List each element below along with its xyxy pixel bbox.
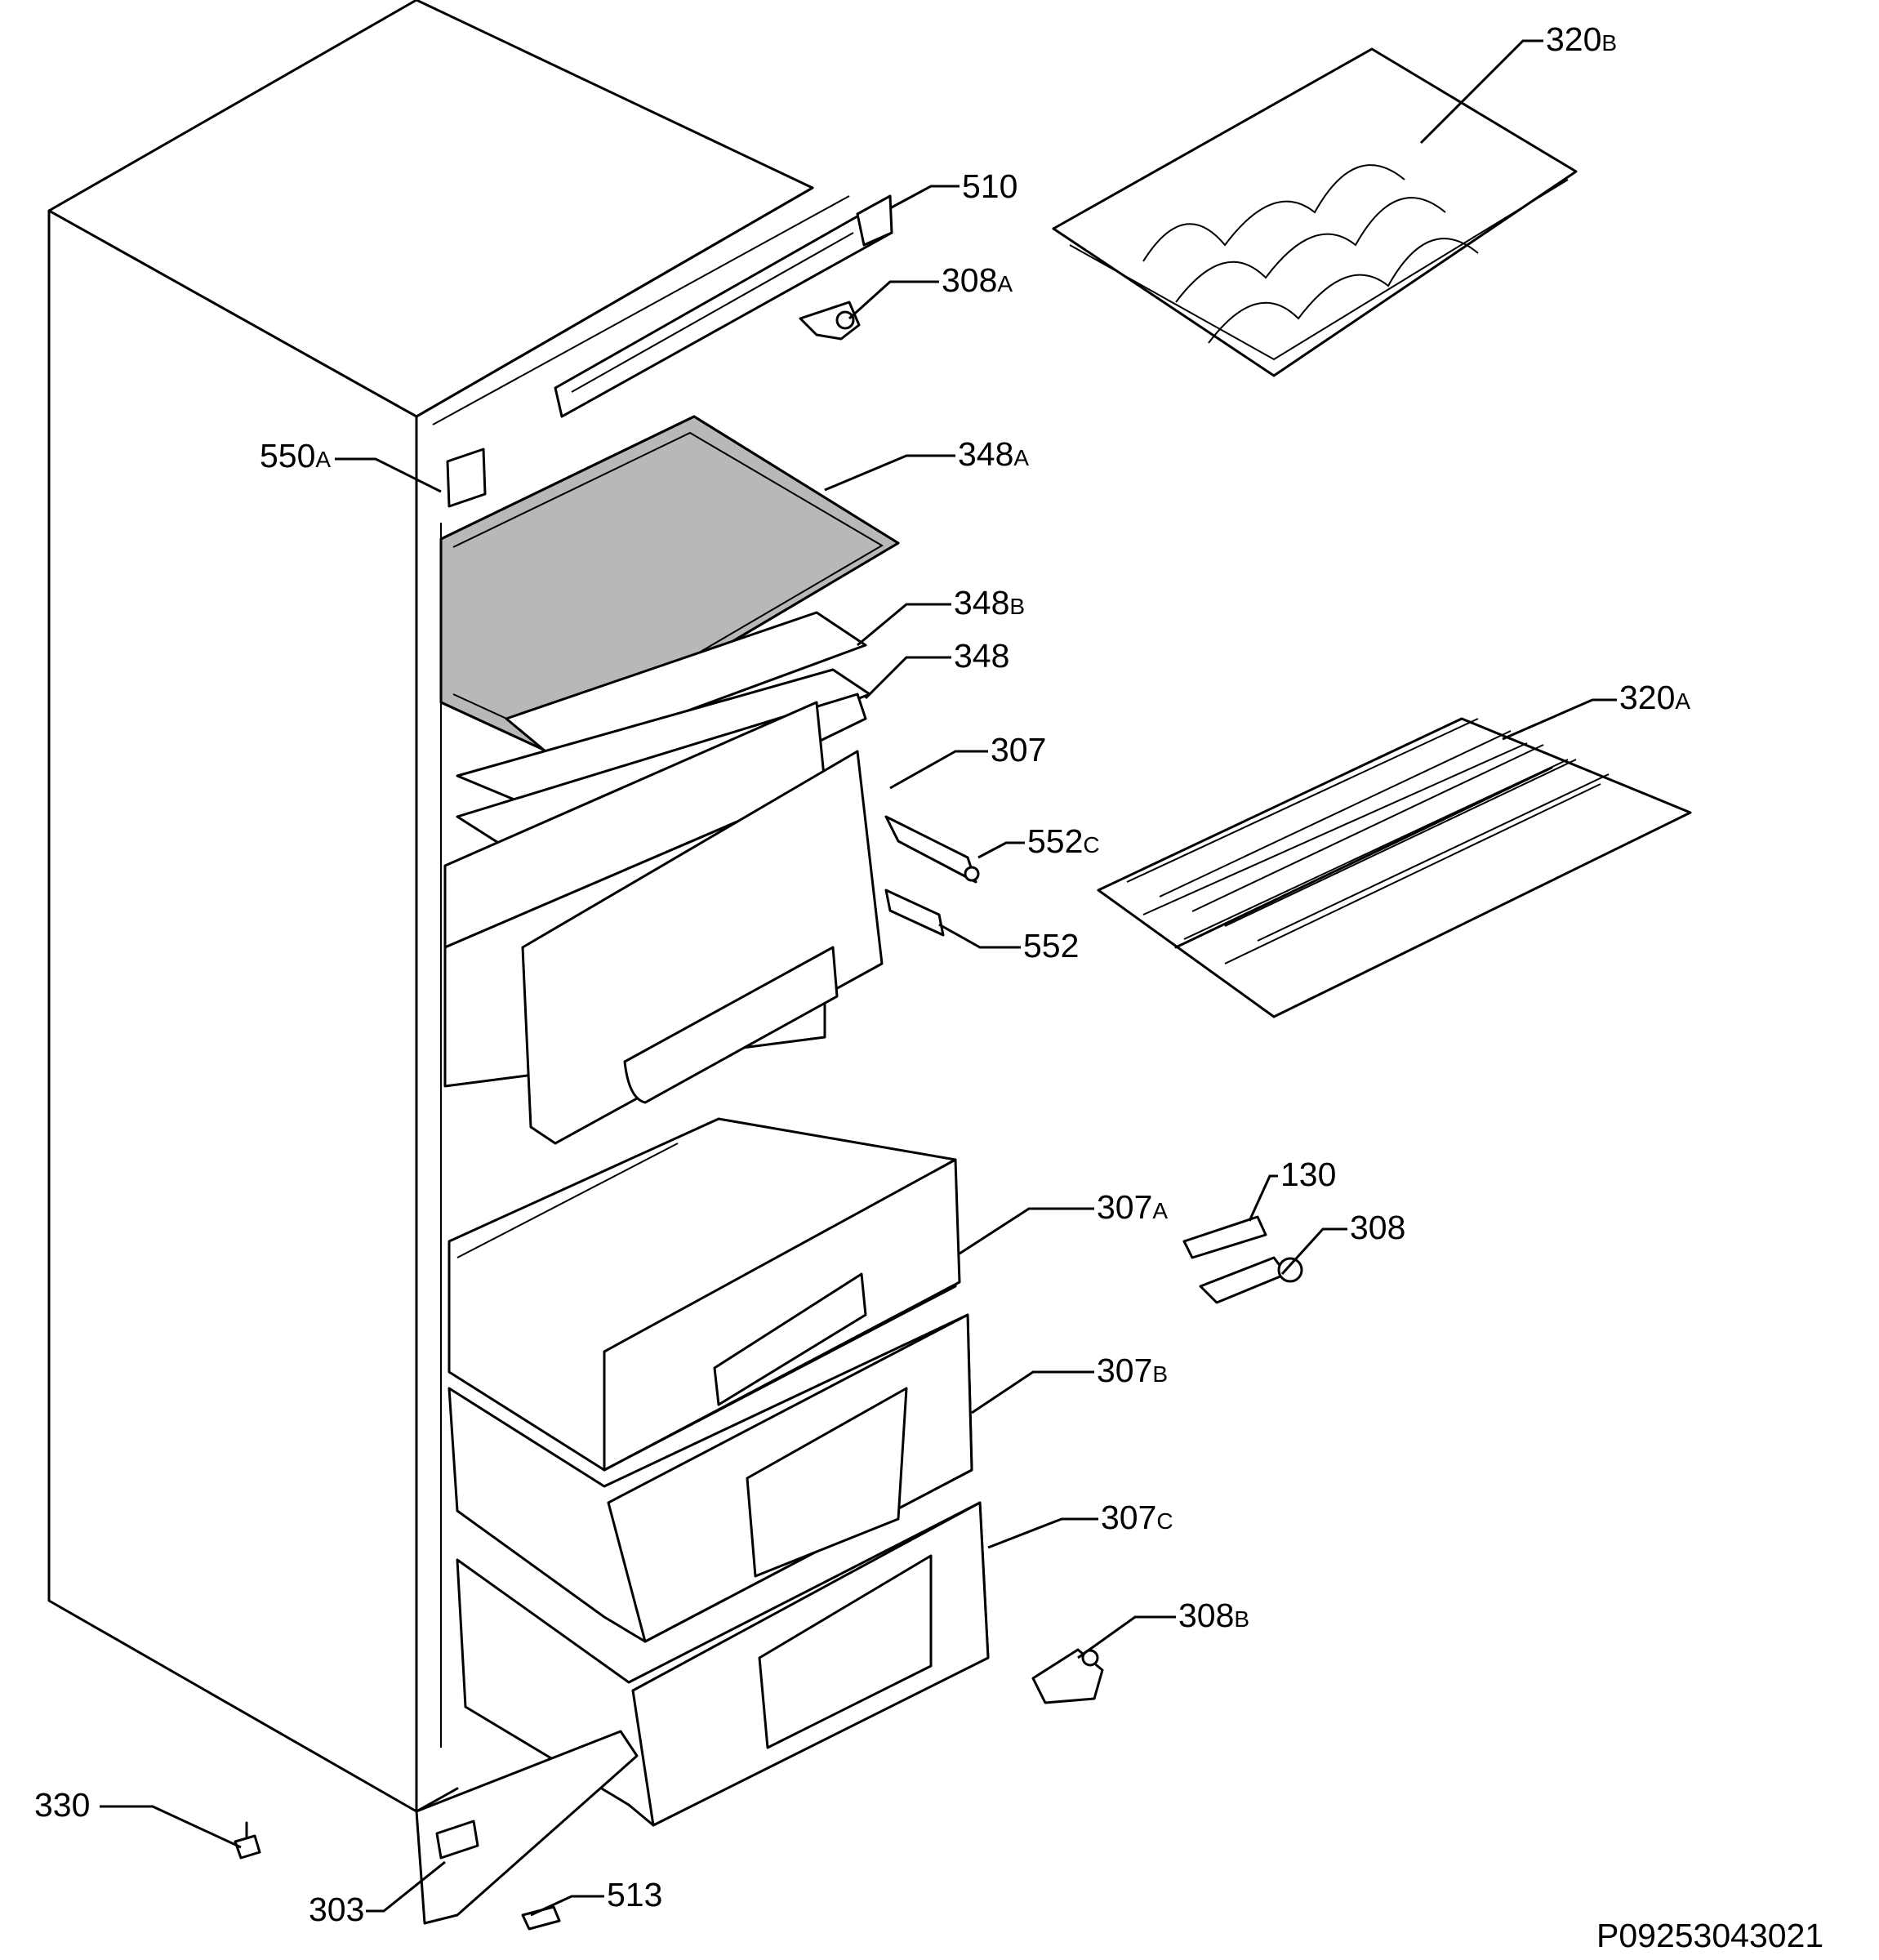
leader-lines: [100, 39, 1617, 1917]
callout-552: 552: [1023, 927, 1079, 964]
part-330-foot: [234, 1821, 261, 1860]
callout-348a: 348A: [958, 435, 1029, 473]
callout-307b: 307B: [1097, 1352, 1168, 1389]
part-307a-drawer: [447, 1117, 961, 1472]
part-320a-wire-shelf: [1097, 717, 1692, 1018]
callout-513: 513: [607, 1876, 662, 1913]
callout-320b: 320B: [1546, 20, 1617, 58]
callout-552c: 552C: [1027, 822, 1100, 860]
part-303-kickplate: [415, 1730, 639, 1925]
callout-307: 307: [991, 731, 1046, 768]
part-552-runner: [884, 889, 945, 937]
callout-348b: 348B: [954, 584, 1025, 621]
callout-307a: 307A: [1097, 1188, 1168, 1226]
part-552c-runner: [884, 815, 980, 884]
part-308b-hinge: [1031, 1648, 1104, 1704]
callout-308b: 308B: [1178, 1597, 1249, 1634]
part-308a-hinge: [799, 301, 861, 341]
callout-308: 308: [1350, 1209, 1405, 1246]
callout-130: 130: [1280, 1156, 1336, 1193]
part-130-plate: [1182, 1215, 1267, 1259]
part-550a-tab: [446, 448, 487, 508]
part-307b-drawer: [447, 1313, 973, 1643]
part-510-top-trim: [554, 194, 893, 418]
part-320b-bottle-rack: [1052, 47, 1578, 377]
document-id: P09253043021: [1596, 1917, 1823, 1954]
callout-550a: 550A: [260, 437, 331, 474]
callout-labels: 320B 510 308A 550A 348A 348B 348 320A 30…: [34, 20, 1690, 1928]
callout-330: 330: [34, 1786, 90, 1824]
callout-307c: 307C: [1101, 1499, 1173, 1536]
callout-510: 510: [962, 167, 1017, 205]
callout-308a: 308A: [942, 261, 1013, 299]
callout-348: 348: [954, 637, 1009, 675]
cabinet-body: [47, 0, 850, 1813]
callout-320a: 320A: [1619, 679, 1690, 716]
part-308-hinge: [1199, 1256, 1303, 1304]
part-348b-panel: [505, 611, 867, 761]
part-307-bin: [443, 701, 884, 1145]
callout-303: 303: [309, 1891, 364, 1928]
